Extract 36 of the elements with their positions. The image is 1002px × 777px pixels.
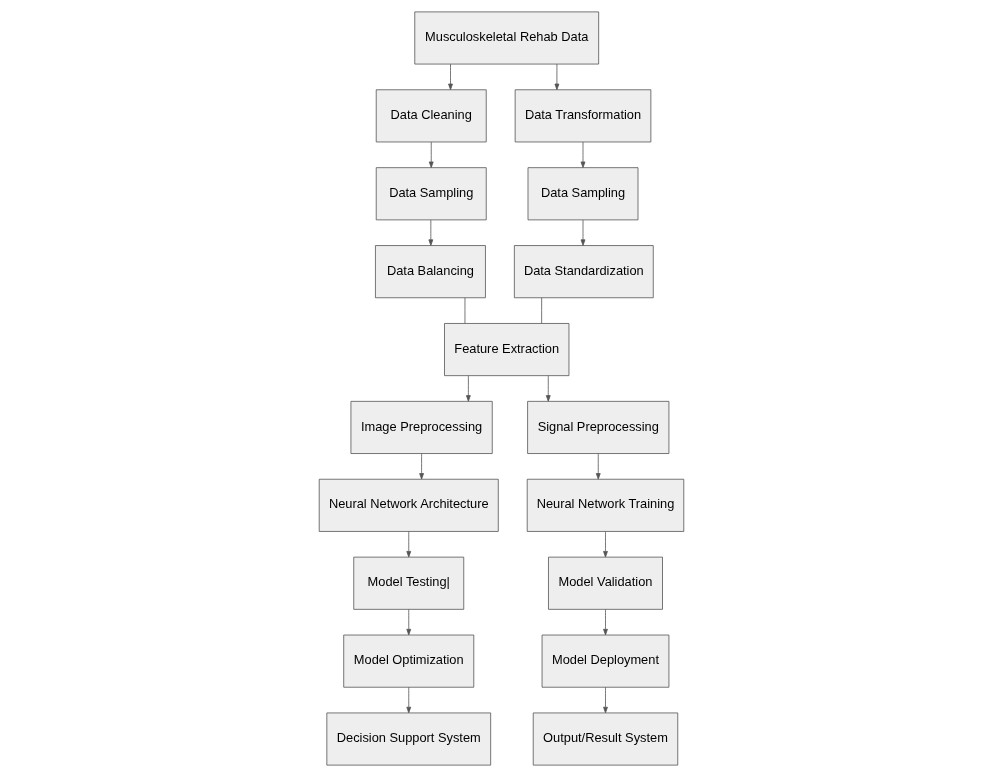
node-box: Model Validation — [547, 556, 663, 610]
node-box: Model Deployment — [541, 634, 669, 688]
arrow — [580, 219, 585, 246]
node-box: Data Standardization — [513, 245, 654, 299]
arrow — [447, 63, 453, 91]
arrow — [418, 453, 424, 480]
node-box: Data Sampling — [375, 167, 487, 221]
node-box: Musculoskeletal Rehab Data — [413, 11, 599, 65]
node-box: Image Preprocessing — [350, 400, 493, 454]
arrow — [602, 686, 608, 714]
node-box: Neural Network Architecture — [318, 478, 499, 532]
arrow — [428, 141, 434, 168]
arrow — [405, 531, 411, 558]
connector — [540, 297, 542, 324]
arrow — [602, 609, 608, 636]
node-box: Neural Network Training — [526, 478, 684, 532]
arrow — [405, 686, 411, 714]
arrow — [580, 141, 585, 168]
node-box: Data Balancing — [374, 245, 486, 299]
arrow — [602, 531, 608, 558]
arrow — [595, 453, 601, 480]
node-box: Signal Preprocessing — [526, 400, 669, 454]
node-box: Data Transformation — [514, 89, 651, 143]
node-box: Data Cleaning — [375, 89, 487, 143]
node-box: Model Testing| — [352, 556, 464, 610]
node-box: Model Optimization — [342, 634, 474, 688]
node-box: Feature Extraction — [443, 323, 569, 377]
node-box: Decision Support System — [325, 712, 491, 766]
arrow — [554, 63, 559, 91]
arrow — [465, 375, 471, 402]
arrow — [405, 609, 411, 636]
connector — [464, 297, 465, 324]
node-box: Output/Result System — [532, 712, 678, 766]
arrow — [545, 375, 551, 402]
arrow — [427, 219, 433, 246]
node-box: Data Sampling — [527, 167, 638, 221]
